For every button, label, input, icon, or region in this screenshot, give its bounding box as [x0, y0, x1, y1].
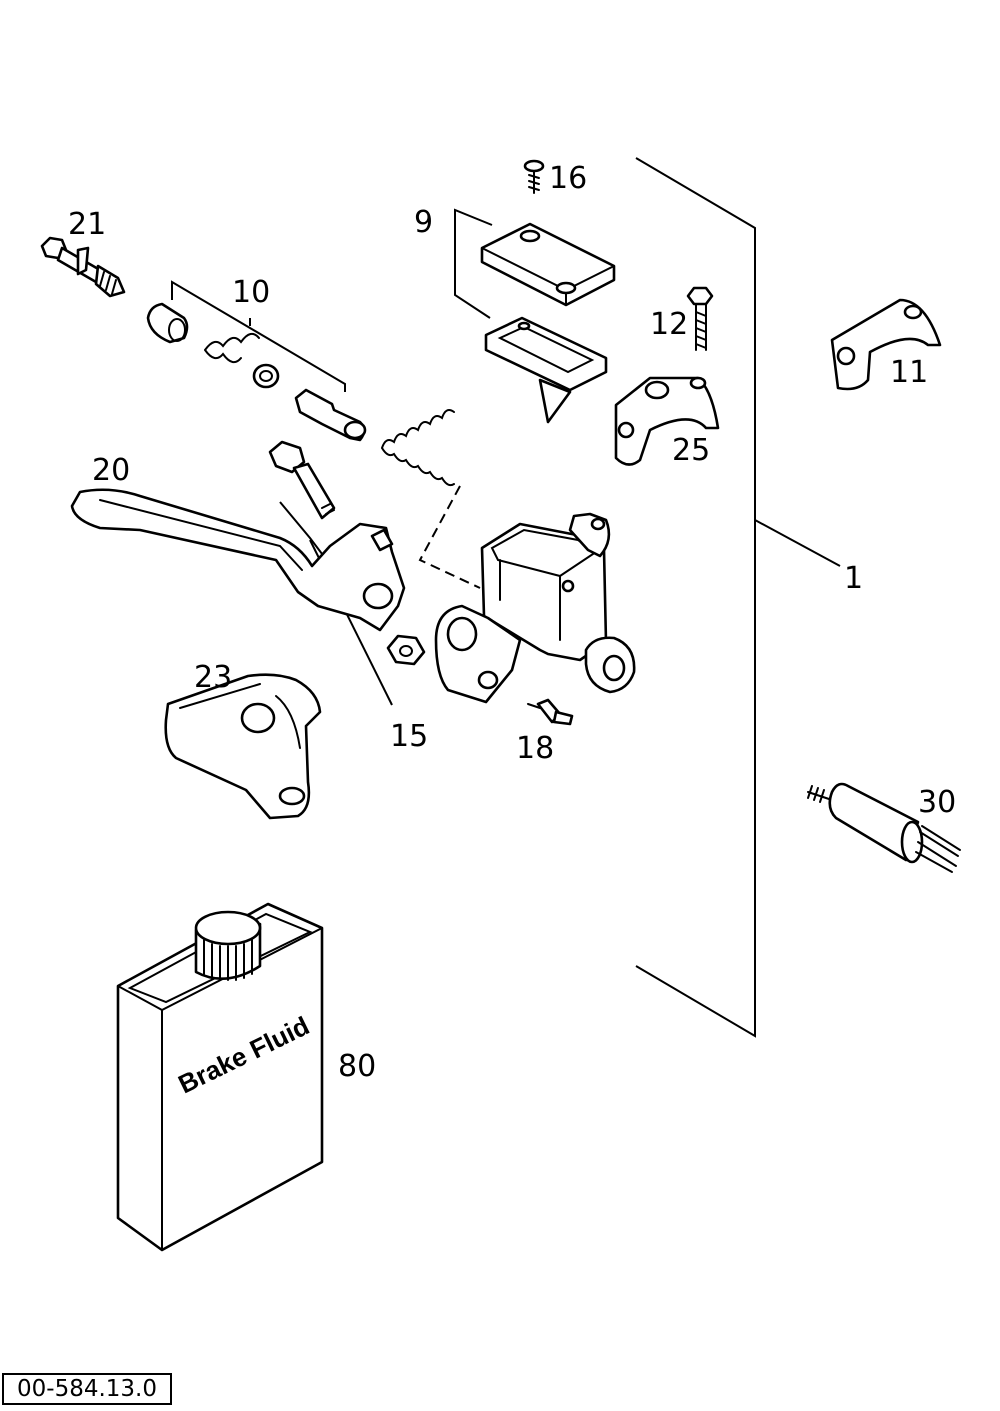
- callout-30: 30: [918, 785, 956, 820]
- part-9-reservoir-cover: [454, 208, 616, 424]
- return-spring: [381, 409, 481, 589]
- callout-1: 1: [844, 561, 863, 596]
- part-1-master-cylinder: [434, 512, 636, 704]
- callout-16: 16: [549, 161, 587, 196]
- callout-12: 12: [650, 307, 688, 342]
- callout-23: 23: [194, 660, 232, 695]
- callout-9: 9: [414, 205, 433, 240]
- callout-25: 25: [672, 433, 710, 468]
- part-10-piston-kit: [146, 280, 367, 442]
- drawing-number: 00-584.13.0: [2, 1373, 172, 1405]
- part-11-clamp: [830, 298, 942, 391]
- part-20-lever: [70, 488, 406, 632]
- callout-18: 18: [516, 731, 554, 766]
- callout-11: 11: [890, 355, 928, 390]
- part-21-adjuster: [40, 236, 126, 298]
- part-16-screw: [523, 159, 545, 194]
- assembly-bracket: [635, 157, 841, 1038]
- part-23-guard: [164, 673, 322, 820]
- callout-80: 80: [338, 1049, 376, 1084]
- part-25-clamp: [614, 376, 720, 466]
- callout-15: 15: [390, 719, 428, 754]
- part-30-cable-end: [807, 782, 961, 873]
- callout-21: 21: [68, 207, 106, 242]
- callout-10: 10: [232, 275, 270, 310]
- part-80-brake-fluid-can: [116, 902, 324, 1252]
- part-18-bleeder: [527, 698, 574, 726]
- part-12-bolt: [686, 286, 714, 351]
- callout-20: 20: [92, 453, 130, 488]
- callout-labels: 16 9 21 10 12 11 25 20 1 23 15 18 30 80: [68, 161, 956, 1084]
